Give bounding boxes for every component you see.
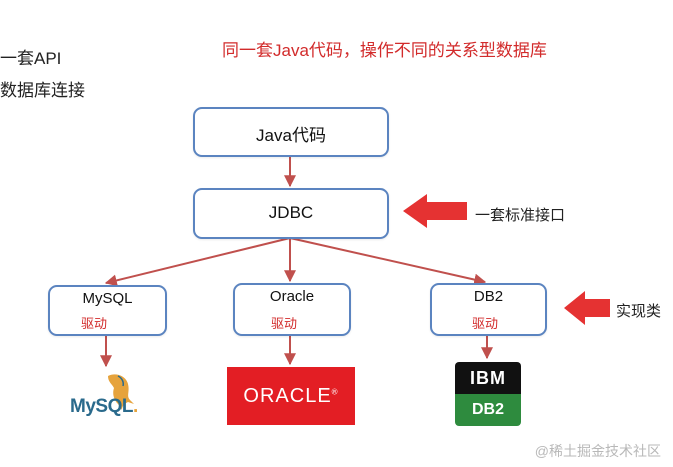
mysql-logo-suffix: .: [132, 396, 138, 417]
oracle-logo-mark: ®: [331, 387, 339, 397]
callout-label-drivers: 实现类: [616, 303, 662, 320]
side-note-connection: 数据库连接: [0, 81, 85, 100]
watermark: @稀土掘金技术社区: [534, 443, 661, 459]
mysql-driver-node: MySQL 驱动: [48, 285, 167, 336]
java-code-node: Java代码: [193, 107, 389, 157]
jdbc-node: JDBC: [193, 188, 389, 239]
mysql-driver-sub: 驱动: [81, 316, 108, 331]
oracle-logo: ORACLE®: [227, 367, 355, 425]
db2-driver-sub: 驱动: [472, 316, 499, 331]
java-code-title: Java代码: [256, 126, 326, 145]
callout-arrow-drivers: [564, 291, 610, 325]
db2-driver-node: DB2 驱动: [430, 283, 547, 336]
dolphin-icon: [108, 374, 134, 410]
mysql-driver-title: MySQL: [82, 290, 133, 307]
callout-label-jdbc: 一套标准接口: [475, 207, 566, 224]
mysql-logo: MySQL.: [68, 370, 152, 418]
connector-jdbc-mysql: [104, 237, 291, 287]
jdbc-title: JDBC: [268, 203, 314, 222]
diagram-headline: 同一套Java代码，操作不同的关系型数据库: [222, 41, 547, 60]
db2-driver-title: DB2: [473, 288, 504, 305]
side-note-api: 一套API: [0, 49, 62, 68]
db2-logo-text: DB2: [455, 394, 521, 426]
ibm-logo-text: IBM: [455, 362, 521, 394]
oracle-driver-sub: 驱动: [271, 316, 298, 331]
oracle-driver-node: Oracle 驱动: [233, 283, 351, 336]
oracle-logo-text: ORACLE: [243, 385, 332, 407]
callout-arrow-jdbc: [403, 194, 467, 228]
mysql-logo-text: MySQL: [70, 396, 133, 417]
db2-logo: IBM DB2: [455, 362, 521, 426]
oracle-driver-title: Oracle: [269, 288, 315, 305]
connector-jdbc-db2: [289, 237, 487, 286]
